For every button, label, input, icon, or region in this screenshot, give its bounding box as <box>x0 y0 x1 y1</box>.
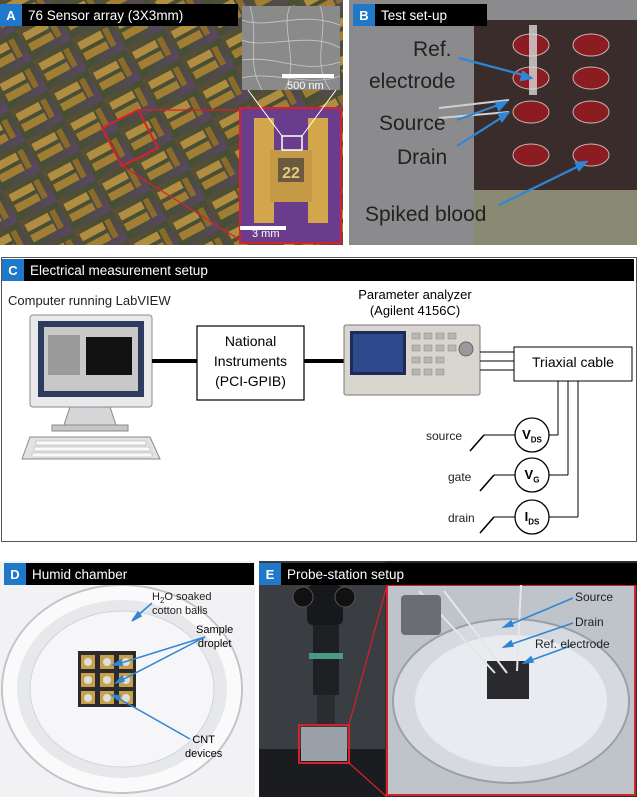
sample-line-1: Sample <box>196 624 234 636</box>
meter-vg-sub: G <box>533 475 540 485</box>
panel-d: D Humid chamber H2O soaked cotton balls … <box>0 561 255 797</box>
terminal-source: source <box>426 429 463 443</box>
panel-c: C Electrical measurement setup <box>0 257 637 542</box>
label-source: Source <box>379 112 446 135</box>
cotton-label: cotton balls <box>152 605 208 617</box>
panel-c-title: Electrical measurement setup <box>30 262 208 278</box>
meter-ids-main: I <box>524 509 529 524</box>
device-scale-label: 3 mm <box>252 228 280 240</box>
panel-e-title-bar: E Probe-station setup <box>259 563 637 585</box>
terminal-drain: drain <box>448 511 475 525</box>
measurement-diagram <box>21 314 633 535</box>
panel-b-title: Test set-up <box>381 7 448 23</box>
label-spiked-blood: Spiked blood <box>365 203 487 226</box>
meter-vds: VDS <box>515 427 549 445</box>
triaxial-cable-label: Triaxial cable <box>532 354 614 370</box>
ni-line-3: (PCI-GPIB) <box>215 373 286 389</box>
panel-e-title: Probe-station setup <box>287 566 405 582</box>
panel-e-letter: E <box>259 563 281 585</box>
meter-vg-main: V <box>524 467 534 482</box>
probe-label-source: Source <box>575 590 614 604</box>
analyzer-line-1: Parameter analyzer <box>358 287 472 302</box>
cnt-line-1: CNT <box>192 734 215 746</box>
panel-b: B Test set-up Ref. electrode Source Drai… <box>349 0 637 245</box>
meter-ids-sub: DS <box>528 517 540 527</box>
panel-b-letter: B <box>353 4 375 26</box>
panel-d-title-bar: D Humid chamber <box>4 563 254 585</box>
test-setup-photo <box>349 0 637 245</box>
analyzer-label: Parameter analyzer (Agilent 4156C) <box>330 287 500 319</box>
probe-station-photo <box>259 561 637 797</box>
panel-c-title-bar: C Electrical measurement setup <box>2 259 634 281</box>
label-electrode: electrode <box>369 70 456 93</box>
computer-label: Computer running LabVIEW <box>8 293 171 308</box>
analyzer-line-2: (Agilent 4156C) <box>369 303 461 318</box>
ni-box: National Instruments (PCI-GPIB) <box>197 331 304 391</box>
panel-a-letter: A <box>0 4 22 26</box>
panel-d-letter: D <box>4 563 26 585</box>
panel-a-title-bar: A 76 Sensor array (3X3mm) <box>0 4 238 26</box>
sensor-array-photo: 22 <box>0 0 343 245</box>
terminal-gate: gate <box>448 470 472 484</box>
panel-a: 22 A 76 Sensor array (3X3mm) 500 nm 3 mm <box>0 0 343 245</box>
h2o-sub: 2 <box>159 596 165 606</box>
panel-c-letter: C <box>2 259 24 281</box>
meter-vds-sub: DS <box>530 435 542 445</box>
probe-label-drain: Drain <box>575 615 604 629</box>
h2o-h: H <box>152 591 160 603</box>
sample-label: Sample droplet <box>196 623 233 651</box>
panel-b-title-bar: B Test set-up <box>353 4 487 26</box>
sample-line-2: droplet <box>197 638 232 650</box>
meter-vds-main: V <box>522 427 531 442</box>
panel-e: E Probe-station setup Source Drain Ref. … <box>259 561 637 797</box>
panel-d-title: Humid chamber <box>32 566 128 582</box>
h2o-rest: O soaked <box>164 591 212 603</box>
panel-a-title: 76 Sensor array (3X3mm) <box>28 7 184 23</box>
label-drain: Drain <box>397 146 448 169</box>
ni-line-1: National <box>224 333 277 349</box>
meter-vg: VG <box>515 467 549 485</box>
h2o-label: H2O soaked <box>152 591 212 605</box>
meter-ids: IDS <box>515 509 549 527</box>
label-ref: Ref. <box>413 38 452 61</box>
cnt-label: CNT devices <box>185 733 222 761</box>
svg-text:22: 22 <box>282 165 300 182</box>
probe-label-ref-electrode: Ref. electrode <box>535 637 610 651</box>
sem-scale-label: 500 nm <box>287 80 324 92</box>
cnt-line-2: devices <box>185 748 223 760</box>
ni-line-2: Instruments <box>213 353 288 369</box>
humid-chamber-photo <box>0 561 255 797</box>
